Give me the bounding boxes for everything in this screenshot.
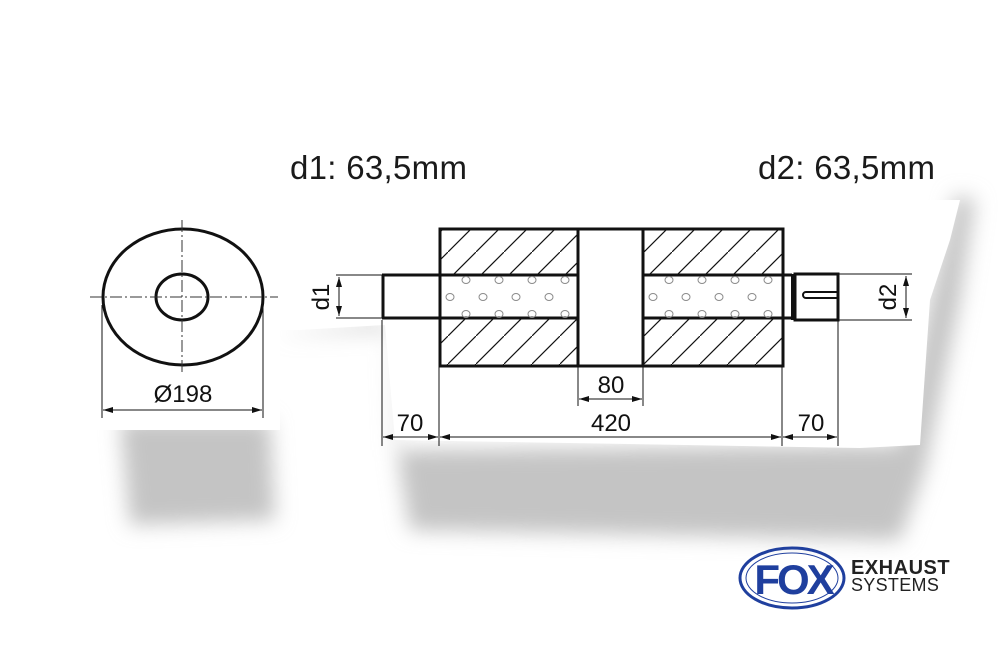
body-length-label: 420 [591, 410, 631, 437]
d1-spec-label: d1: 63,5mm [290, 149, 468, 186]
d2-spec-label: d2: 63,5mm [758, 149, 936, 186]
muffler-body [438, 227, 785, 368]
logo-line-exhaust: EXHAUST [851, 557, 951, 579]
outlet-flange [791, 274, 795, 320]
perforations [445, 276, 773, 318]
logo-mark: FOX [754, 556, 834, 603]
side-view [336, 227, 912, 446]
d2-label: d2 [875, 284, 902, 311]
outlet-length-label: 70 [798, 410, 825, 437]
logo-oval-inner [745, 552, 839, 604]
inlet-length-label: 70 [397, 410, 424, 437]
logo-line-systems: SYSTEMS [851, 575, 940, 595]
diameter-label: Ø198 [154, 381, 213, 408]
front-view [90, 220, 278, 418]
outer-shell-circle [101, 227, 265, 367]
outlet-slot [802, 291, 838, 299]
logo-oval-outer [738, 546, 846, 610]
drop-shadow [120, 195, 975, 540]
d1-label: d1 [308, 284, 335, 311]
fox-logo: FOX [738, 546, 846, 610]
gap-dimension-label: 80 [598, 372, 625, 399]
